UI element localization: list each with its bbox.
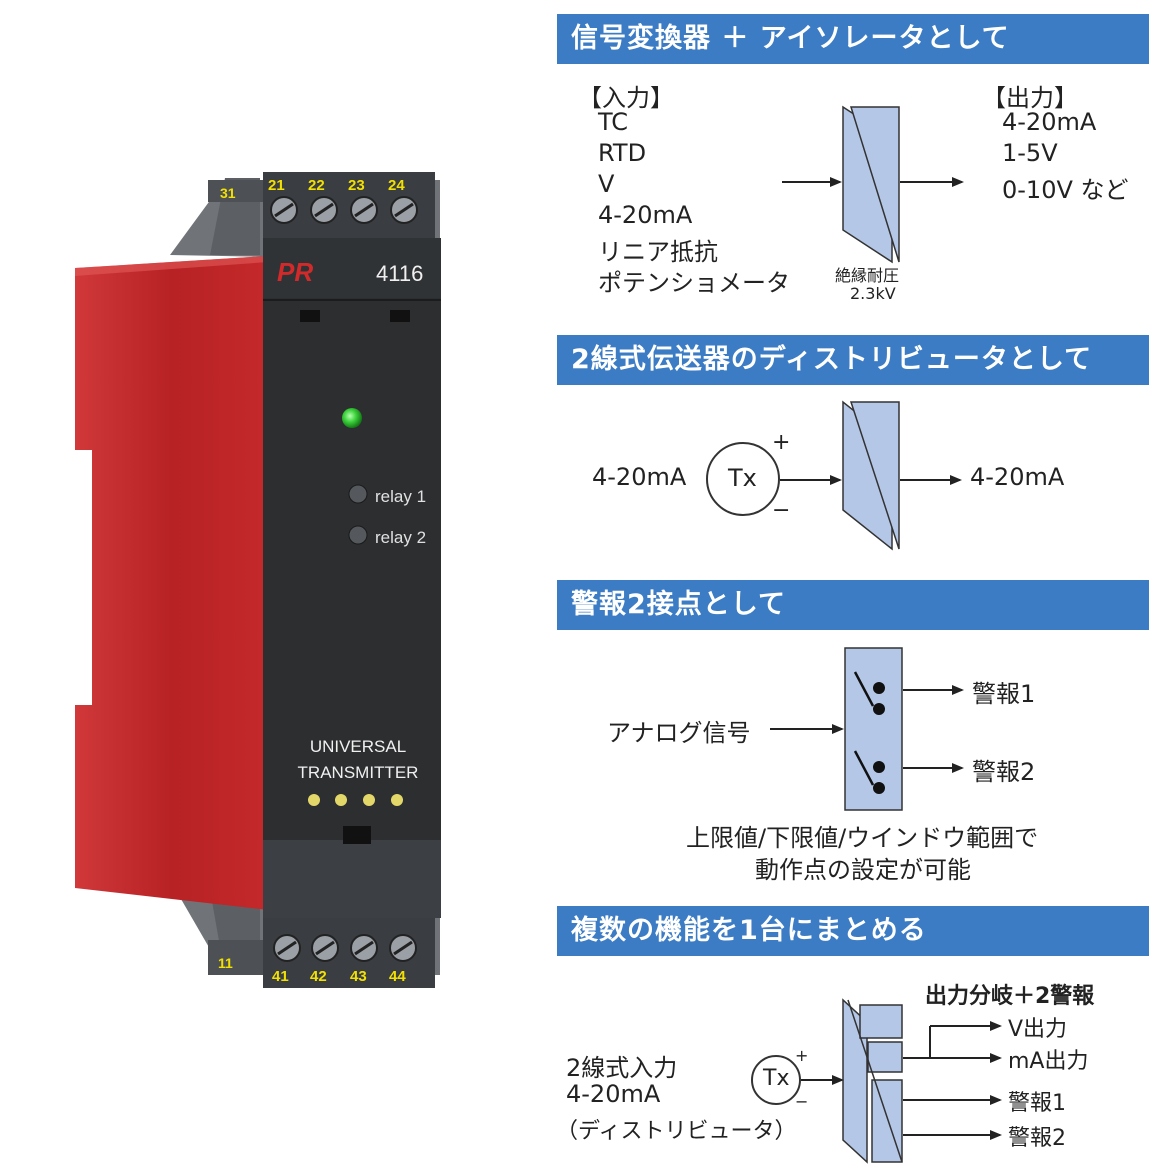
section-header-distributor: 2線式伝送器のディストリビュータとして [557,335,1149,385]
plus-sign: + [772,430,791,455]
terminal-label-42: 42 [310,968,327,985]
ma-output-label: mA出力 [1008,1049,1089,1074]
distributor-note: （ディストリビュータ） [556,1119,797,1144]
terminal-label-31: 31 [220,185,236,201]
input-item: 4-20mA [598,201,693,229]
alarm-relay-symbol [844,647,903,811]
terminal-label-23: 23 [348,177,365,194]
output-item: 4-20mA [1002,108,1097,136]
screw-icon[interactable] [390,196,418,224]
indicator-dot [363,794,375,806]
alarm2-label: 警報2 [972,758,1036,786]
v-output-label: V出力 [1008,1017,1068,1042]
bottom-terminal-block: 11 41 42 43 44 [208,918,435,988]
alarm1-label: 警報1 [1008,1091,1066,1116]
distributor-output: 4-20mA [970,463,1065,491]
terminal-label-44: 44 [389,968,406,985]
input-item: V [598,170,615,198]
analog-signal-label: アナログ信号 [607,719,751,747]
screw-icon[interactable] [270,196,298,224]
screw-icon[interactable] [350,196,378,224]
terminal-label-11: 11 [218,955,233,971]
minus-sign: − [772,498,791,523]
input-item: RTD [598,139,647,167]
branch-line [903,1026,931,1059]
terminal-label-21: 21 [268,177,285,194]
terminal-label-24: 24 [388,177,405,194]
alarm2-label: 警報2 [1008,1126,1066,1151]
input-item: リニア抵抗 [598,238,718,266]
indicator-dot [308,794,320,806]
input-header: 【入力】 [578,84,674,112]
terminal-label-41: 41 [272,968,289,985]
setpoint-note-line1: 上限値/下限値/ウインドウ範囲で [686,824,1039,852]
relay-2-label: relay 2 [375,528,426,547]
output-item: 0-10V など [1002,176,1129,204]
isolation-label: 絶縁耐圧 [835,266,900,285]
transmitter-label: Tx [728,464,757,492]
power-led [342,408,362,428]
input-item: ポテンショメータ [598,269,790,297]
terminal-label-22: 22 [308,177,325,194]
red-housing [75,256,268,910]
screw-icon[interactable] [311,934,339,962]
device-name-line1: UNIVERSAL [310,737,406,756]
two-wire-input-label: 2線式入力 [566,1054,678,1082]
isolation-value: 2.3kV [850,284,896,303]
output-header: 【出力】 [982,84,1078,112]
distributor-input: 4-20mA [592,463,687,491]
screw-icon[interactable] [350,934,378,962]
section-title: 複数の機能を1台にまとめる [571,915,927,946]
section-title: 信号変換器 ＋ アイソレータとして [571,23,1010,54]
multifunction-symbol [842,998,903,1164]
relay-1-led [348,484,368,504]
setpoint-note-line2: 動作点の設定が可能 [755,856,971,884]
brand-logo: PR [277,257,313,287]
screw-icon[interactable] [310,196,338,224]
transmitter-label: Tx [763,1066,790,1091]
section-title: 警報2接点として [571,589,786,620]
terminal-label-43: 43 [350,968,367,985]
indicator-dot [335,794,347,806]
isolator-symbol [842,105,900,264]
screw-icon[interactable] [273,934,301,962]
output-item: 1-5V [1002,139,1058,167]
relay-1-label: relay 1 [375,487,426,506]
plus-sign: + [795,1046,809,1065]
universal-transmitter-device: 31 21 22 23 24 PR 4116 relay 1 relay 2 U… [75,172,441,988]
section-header-signal-converter: 信号変換器 ＋ アイソレータとして [557,14,1149,64]
device-name-line2: TRANSMITTER [298,763,419,782]
model-number: 4116 [376,261,423,286]
section-title: 2線式伝送器のディストリビュータとして [571,344,1093,375]
output-branch-title: 出力分岐＋2警報 [925,984,1095,1009]
two-wire-input-range: 4-20mA [566,1080,661,1108]
isolator-symbol [842,400,900,551]
relay-2-led [348,525,368,545]
transmitter-symbol [751,1055,801,1105]
top-terminal-block: 31 21 22 23 24 [208,172,435,242]
indicator-dot [391,794,403,806]
screw-icon[interactable] [389,934,417,962]
section-header-multifunction: 複数の機能を1台にまとめる [557,906,1149,956]
section-header-alarm: 警報2接点として [557,580,1149,630]
input-item: TC [598,108,629,136]
front-panel [263,238,441,918]
alarm1-label: 警報1 [972,680,1036,708]
minus-sign: − [795,1092,809,1111]
transmitter-symbol [706,442,780,516]
